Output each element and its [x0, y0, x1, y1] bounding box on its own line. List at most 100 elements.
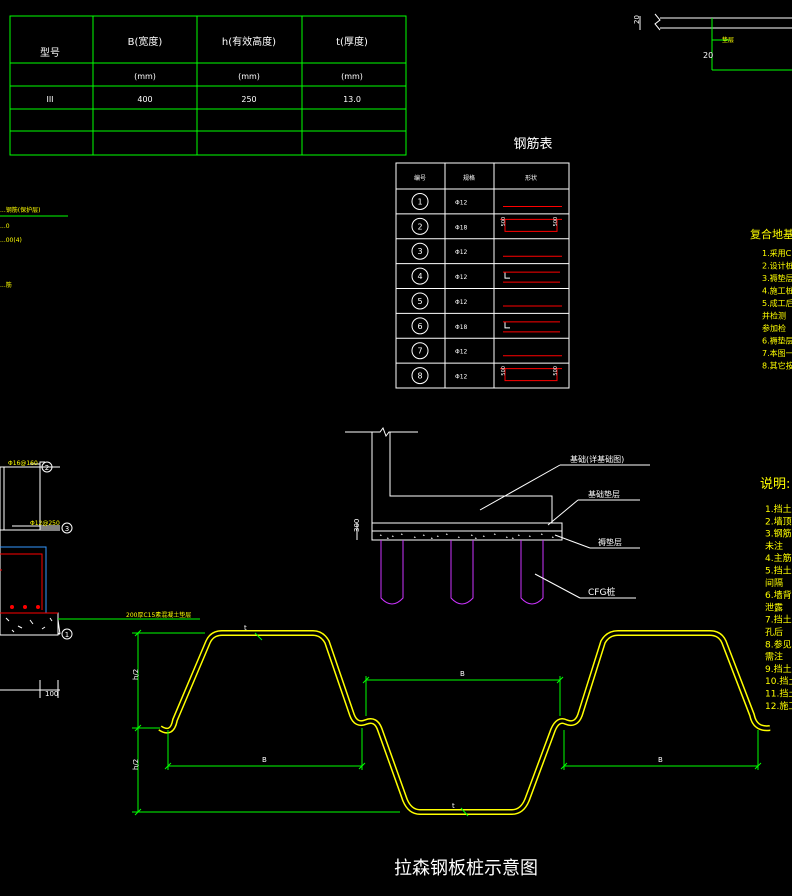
rebar-number: 6: [417, 322, 422, 331]
top-right-detail: 20 20 垫层: [633, 13, 792, 71]
left-dim: 100: [45, 690, 58, 698]
pile-dim-h2-upper: h/2: [132, 669, 140, 680]
note-line: 3.钢筋: [765, 528, 792, 540]
pile-dim-B-middle: B: [460, 670, 465, 678]
note-line: 5.成工后: [762, 298, 792, 308]
note-line: 10.挡土: [765, 675, 792, 687]
rebar-header-spec: 规格: [463, 174, 475, 182]
gravel-mark: [422, 534, 425, 536]
gravel-mark: [517, 534, 520, 536]
rebar-spec: Φ18: [455, 224, 468, 231]
note-line: 6.褥垫层: [762, 336, 792, 346]
note-line: 1.采用CF: [762, 248, 792, 258]
rebar-number-circle: [411, 317, 429, 335]
rebar-number: 5: [417, 297, 422, 306]
rebar-number-circle: [411, 342, 429, 360]
rebar-number-circle: [411, 217, 429, 235]
spec-header-model: 型号: [40, 46, 60, 59]
note-line: 6.墙背: [765, 589, 792, 601]
note-line: 参加检: [762, 323, 786, 333]
rebar-number: 3: [417, 247, 422, 256]
gravel-mark: [386, 537, 389, 539]
note-line: 7.挡土: [765, 614, 792, 626]
left-rebar-label-1: Φ16@160: [8, 460, 38, 467]
note-line: 8.参见: [765, 638, 792, 650]
pile-dim-h2-lower: h/2: [132, 759, 140, 770]
rebar-dim: 500: [501, 366, 507, 376]
spec-unit-thickness: (mm): [341, 72, 363, 81]
note-line: 未注: [765, 540, 783, 552]
rebar-number-circle: [411, 267, 429, 285]
note-line: 12.施工: [765, 700, 792, 712]
rebar-number: 4: [417, 272, 422, 281]
rebar-number-circle: [411, 192, 429, 210]
rebar-number: 2: [417, 222, 422, 231]
rebar-number-circle: [411, 292, 429, 310]
rebar-spec: Φ12: [455, 199, 468, 206]
rebar-spec: Φ18: [455, 324, 468, 331]
rebar-header-shape: 形状: [525, 174, 537, 182]
rebar-number: 8: [417, 372, 422, 381]
rebar-row: 8 Φ12 500 500: [396, 366, 569, 389]
cfg-label-base-cushion: 基础垫层: [588, 489, 620, 499]
pile-dim-B-right: B: [658, 756, 663, 764]
composite-notes-heading: 复合地基处: [750, 227, 792, 241]
note-line: 11.挡土: [765, 688, 792, 700]
left-marker-3: [61, 522, 73, 534]
note-line: 5.挡土: [765, 565, 792, 577]
retaining-wall-detail: [0, 461, 61, 698]
rebar-number: 7: [417, 347, 422, 356]
note-line: 1.挡土: [765, 503, 792, 515]
rebar-row: 1 Φ12: [396, 192, 569, 215]
rebar-number: 1: [417, 197, 422, 206]
rebar-dim: 500: [501, 217, 507, 227]
spec-unit-width: (mm): [134, 72, 156, 81]
gravel-mark: [493, 533, 496, 535]
left-marker-1-label: 1: [65, 631, 69, 639]
gravel-mark: [505, 536, 508, 538]
spec-cell-width: 400: [137, 95, 152, 104]
left-rebar-label-2: Φ12@250: [30, 520, 60, 527]
spec-header-width: B(宽度): [128, 35, 163, 48]
note-line: 4.主筋: [765, 552, 792, 564]
note-line: 间隔: [765, 577, 783, 589]
cfg-dim: 300: [353, 519, 361, 532]
left-marker-1: [61, 628, 73, 640]
left-note-2: ...0: [0, 223, 10, 230]
pile-dim-B-left: B: [262, 756, 267, 764]
note-line: 3.褥垫层: [762, 273, 792, 283]
gravel-mark: [511, 537, 514, 539]
rebar-spec: Φ12: [455, 374, 468, 381]
note-line: 2.设计桩: [762, 261, 792, 271]
left-marker-2: [41, 461, 53, 473]
rebar-shape-bend: [503, 321, 560, 333]
rebar-row: 7 Φ12: [396, 342, 569, 364]
rebar-spec: Φ12: [455, 349, 468, 356]
gravel-mark: [470, 534, 473, 536]
gravel-mark: [436, 535, 439, 537]
note-line: 2.墙顶: [765, 515, 792, 527]
sheet-pile-title: 拉森钢板桩示意图: [394, 858, 538, 879]
sheet-pile-profile: [132, 629, 771, 817]
note-line: 泄露: [765, 601, 783, 613]
spec-header-height: h(有效高度): [222, 35, 276, 48]
rebar-dim: 500: [553, 366, 559, 376]
explain-notes-list: 1.挡土2.墙顶3.钢筋 未注4.主筋5.挡土 间隔6.墙背 泄露7.挡土 孔后…: [765, 503, 792, 712]
gravel-mark: [457, 536, 460, 538]
gravel-mark: [430, 537, 433, 539]
spec-unit-height: (mm): [238, 72, 260, 81]
gravel-mark: [540, 533, 543, 535]
pile-thickness-top: t: [244, 624, 247, 632]
note-line: 7.本图一: [762, 348, 792, 358]
note-line: 8.其它按: [762, 361, 792, 371]
rebar-shape-bend: [503, 271, 560, 283]
spec-cell-thickness: 13.0: [343, 95, 361, 104]
left-marker-3-label: 3: [65, 525, 69, 533]
note-line: 4.施工桩: [762, 286, 792, 296]
